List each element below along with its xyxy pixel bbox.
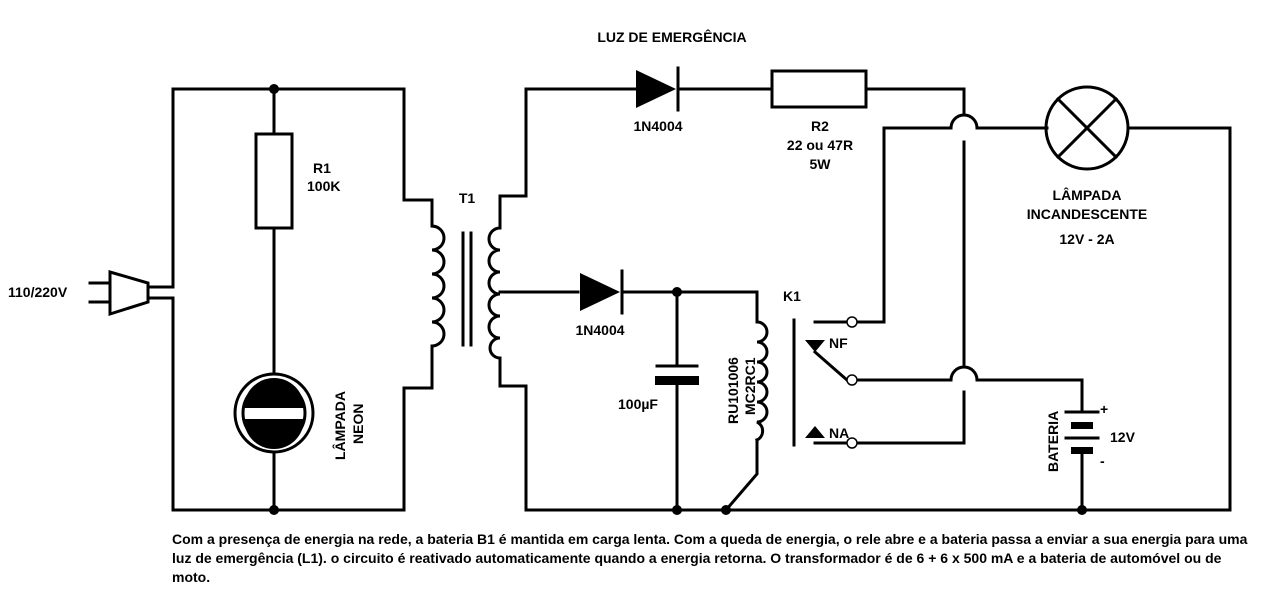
r2-value: 22 ou 47R (787, 137, 853, 153)
battery-12v (1064, 410, 1100, 460)
neon-label-line2: NEON (350, 404, 366, 444)
mains-plug (88, 270, 175, 317)
incandescent-lamp (1044, 85, 1130, 171)
neon-label-line1: LÂMPADA (331, 391, 348, 460)
circuit-description: Com a presença de energia na rede, a bat… (172, 531, 1248, 585)
capacitor-100uf (655, 364, 699, 385)
mains-voltage-label: 110/220V (8, 284, 68, 300)
k1-label: K1 (783, 288, 801, 304)
r2-resistor (770, 69, 868, 109)
diagram-title: LUZ DE EMERGÊNCIA (597, 28, 746, 45)
t1-label: T1 (459, 190, 476, 206)
r1-name: R1 (313, 160, 331, 176)
relay-model-line1: RU101006 (725, 357, 741, 424)
relay-model-line2: MC2RC1 (742, 357, 758, 415)
transformer-t1 (430, 194, 528, 388)
battery-minus: - (1100, 453, 1105, 469)
secondary-wiring (498, 87, 1232, 515)
battery-plus: + (1100, 401, 1108, 417)
lamp-label-line2: INCANDESCENTE (1027, 206, 1148, 222)
battery-label: BATERIA (1045, 411, 1061, 472)
diode-d1 (636, 66, 680, 112)
relay-na-label: NA (829, 425, 849, 441)
r1-value: 100K (307, 178, 340, 194)
d1-label: 1N4004 (633, 118, 682, 134)
r2-power: 5W (810, 156, 832, 172)
capacitor-label: 100µF (618, 396, 658, 412)
battery-voltage: 12V (1110, 429, 1136, 445)
relay-k1 (754, 316, 858, 449)
lamp-label-line3: 12V - 2A (1059, 231, 1114, 247)
d2-label: 1N4004 (575, 322, 624, 338)
neon-lamp (233, 372, 315, 454)
relay-nf-label: NF (829, 335, 848, 351)
r2-name: R2 (811, 118, 829, 134)
lamp-label-line1: LÂMPADA (1053, 186, 1122, 203)
diode-d2 (580, 269, 624, 315)
mains-wiring (171, 84, 434, 515)
r1-resistor (254, 132, 294, 230)
